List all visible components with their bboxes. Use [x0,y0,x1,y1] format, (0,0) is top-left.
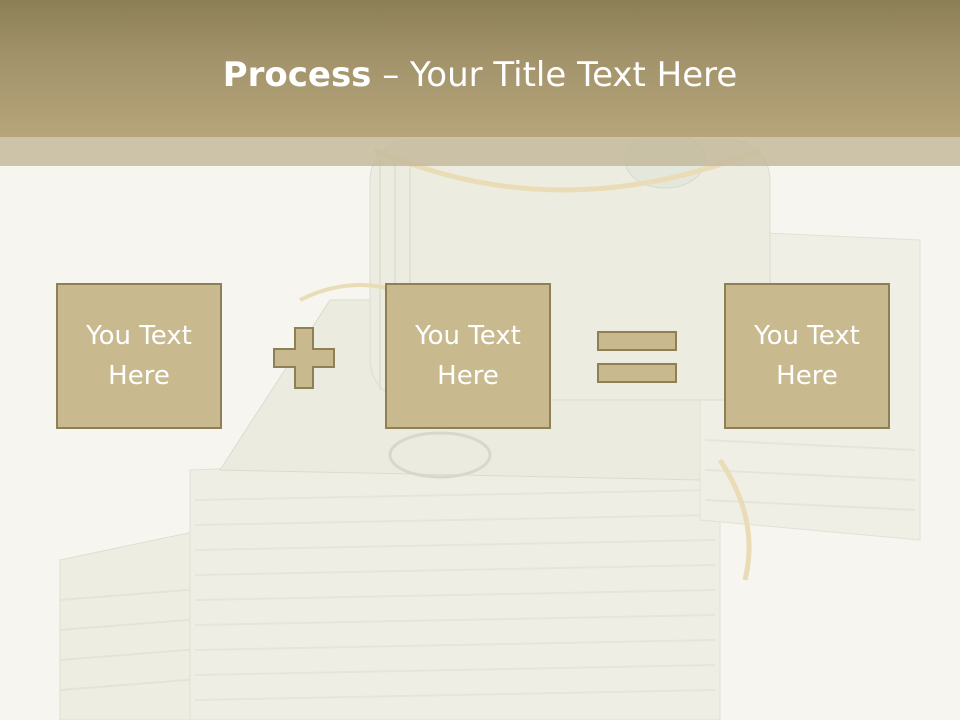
process-box-2: You Text Here [385,283,551,429]
plus-icon [273,327,335,389]
slide-title-rest: – Your Title Text Here [371,55,738,95]
slide-title: Process – Your Title Text Here [0,52,960,98]
process-box-2-text: You Text Here [415,321,521,391]
process-box-3-text: You Text Here [754,321,860,391]
equals-icon [597,331,677,383]
process-box-1-text: You Text Here [86,321,192,391]
title-accent-strip [0,137,960,166]
process-box-1: You Text Here [56,283,222,429]
process-box-3: You Text Here [724,283,890,429]
slide-title-bold: Process [222,55,372,95]
title-bar [0,0,960,137]
